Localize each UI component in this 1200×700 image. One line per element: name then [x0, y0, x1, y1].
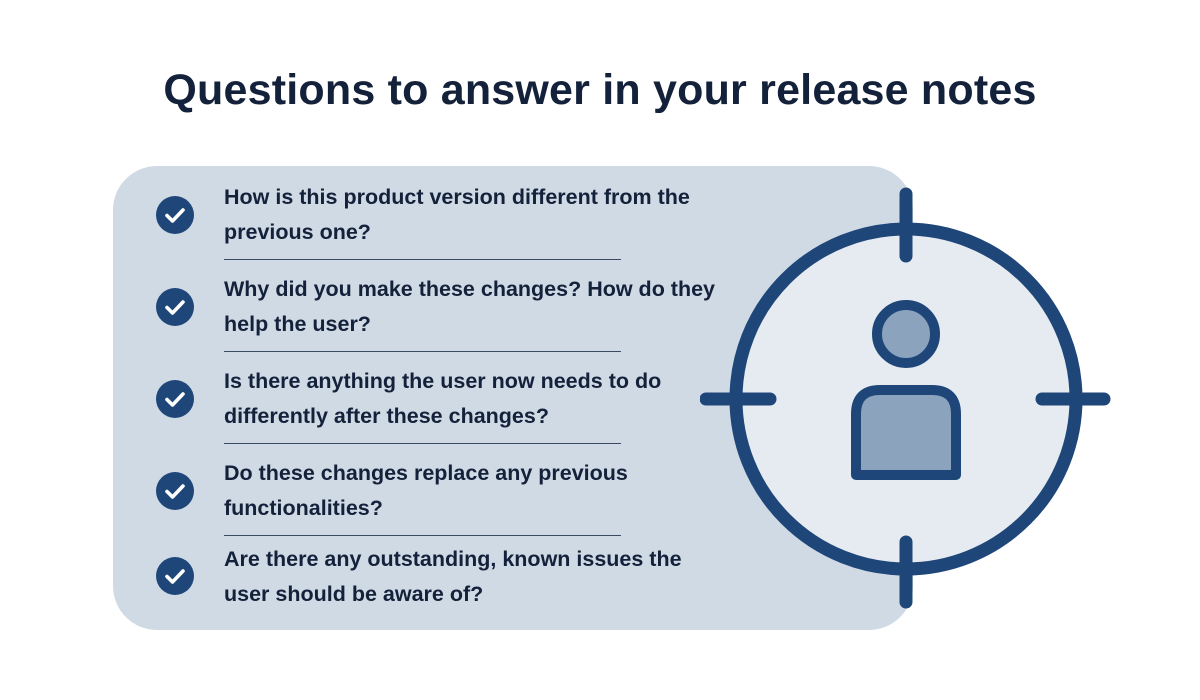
- question-text: Do these changes replace any previous fu…: [224, 461, 628, 520]
- question-item-3: Is there anything the user now needs to …: [113, 364, 913, 456]
- divider: [224, 443, 621, 444]
- question-text: How is this product version different fr…: [224, 185, 690, 244]
- divider: [224, 535, 621, 536]
- check-circle-icon: [156, 196, 194, 234]
- question-text: Why did you make these changes? How do t…: [224, 277, 716, 336]
- question-text: Is there anything the user now needs to …: [224, 369, 662, 428]
- check-circle-icon: [156, 557, 194, 595]
- check-circle-icon: [156, 472, 194, 510]
- question-item-5: Are there any outstanding, known issues …: [113, 547, 913, 640]
- divider: [224, 351, 621, 352]
- question-item-2: Why did you make these changes? How do t…: [113, 272, 913, 364]
- question-item-4: Do these changes replace any previous fu…: [113, 456, 913, 548]
- divider: [224, 259, 621, 260]
- question-item-1: How is this product version different fr…: [113, 180, 913, 272]
- check-circle-icon: [156, 288, 194, 326]
- page-title: Questions to answer in your release note…: [163, 66, 1037, 114]
- question-text: Are there any outstanding, known issues …: [224, 547, 682, 606]
- target-user-icon: [700, 187, 1111, 609]
- check-circle-icon: [156, 380, 194, 418]
